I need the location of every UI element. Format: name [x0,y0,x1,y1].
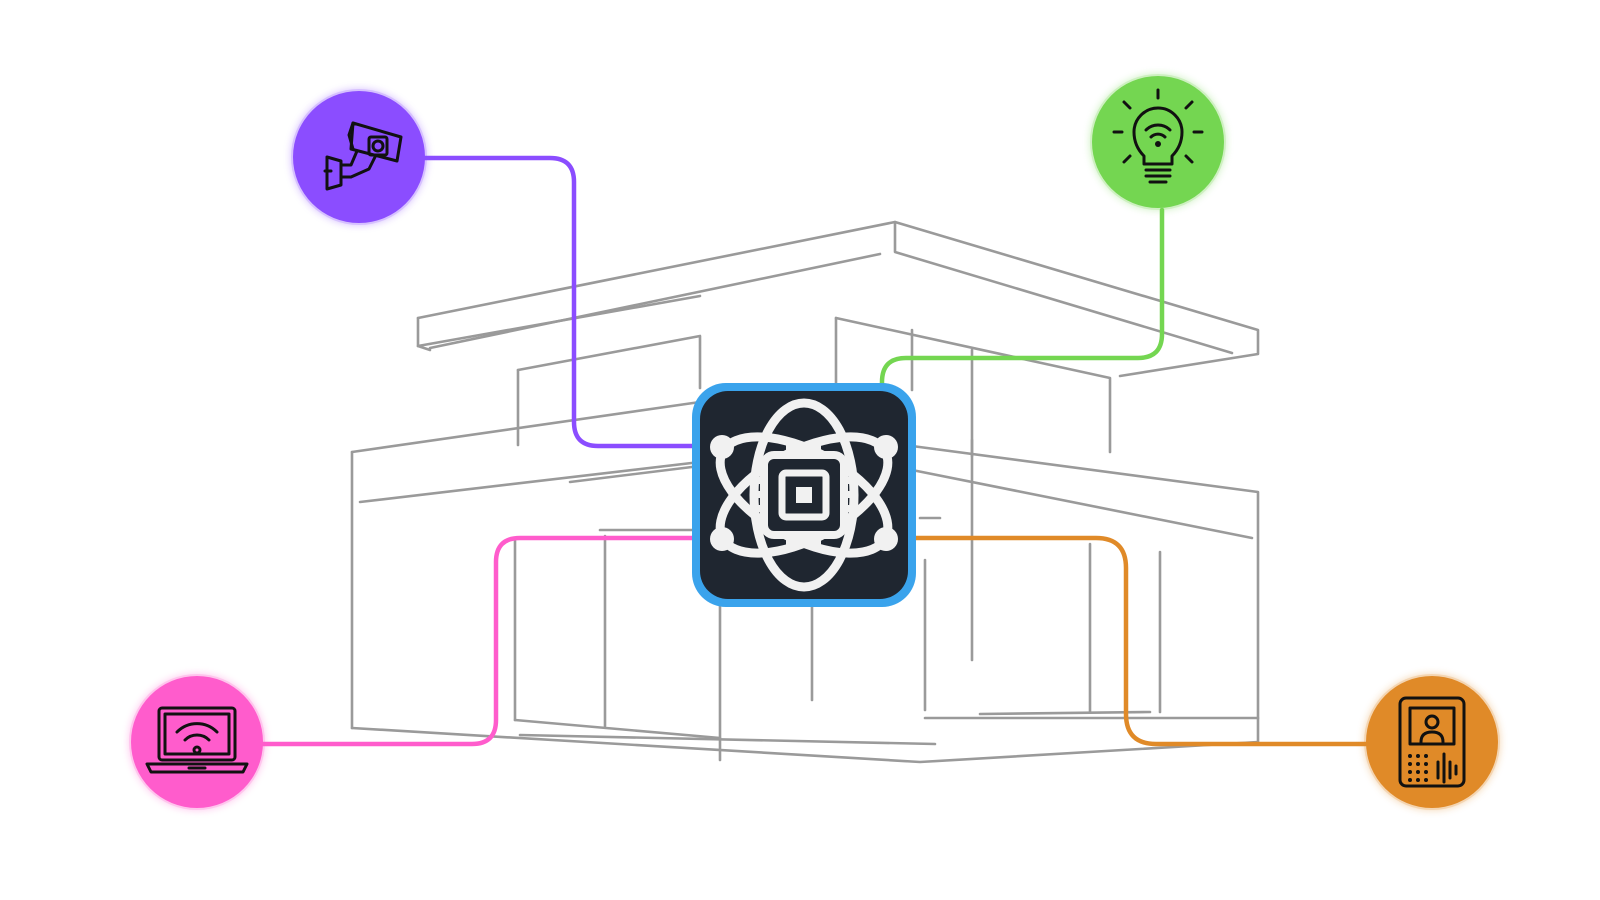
security-camera-icon [323,121,403,191]
smart-bulb-icon [1112,88,1204,184]
wifi-laptop-icon [145,706,249,774]
laptop-node[interactable] [129,674,265,810]
connection-links [259,155,1371,747]
house-wireframe [350,220,1260,764]
camera-node-circle [293,91,425,223]
bulb-node[interactable] [1090,74,1226,210]
camera-node[interactable] [291,89,427,225]
link-bulb-hub [879,207,1165,451]
video-intercom-icon [1398,696,1466,788]
intercom-node-circle [1366,676,1498,808]
intercom-node[interactable] [1364,674,1500,810]
central-hub[interactable] [692,383,916,607]
link-camera-hub [412,155,725,449]
laptop-node-circle [131,676,263,808]
link-intercom-hub [877,535,1371,747]
atom-chip-icon [710,398,898,592]
link-laptop-hub [259,535,725,747]
